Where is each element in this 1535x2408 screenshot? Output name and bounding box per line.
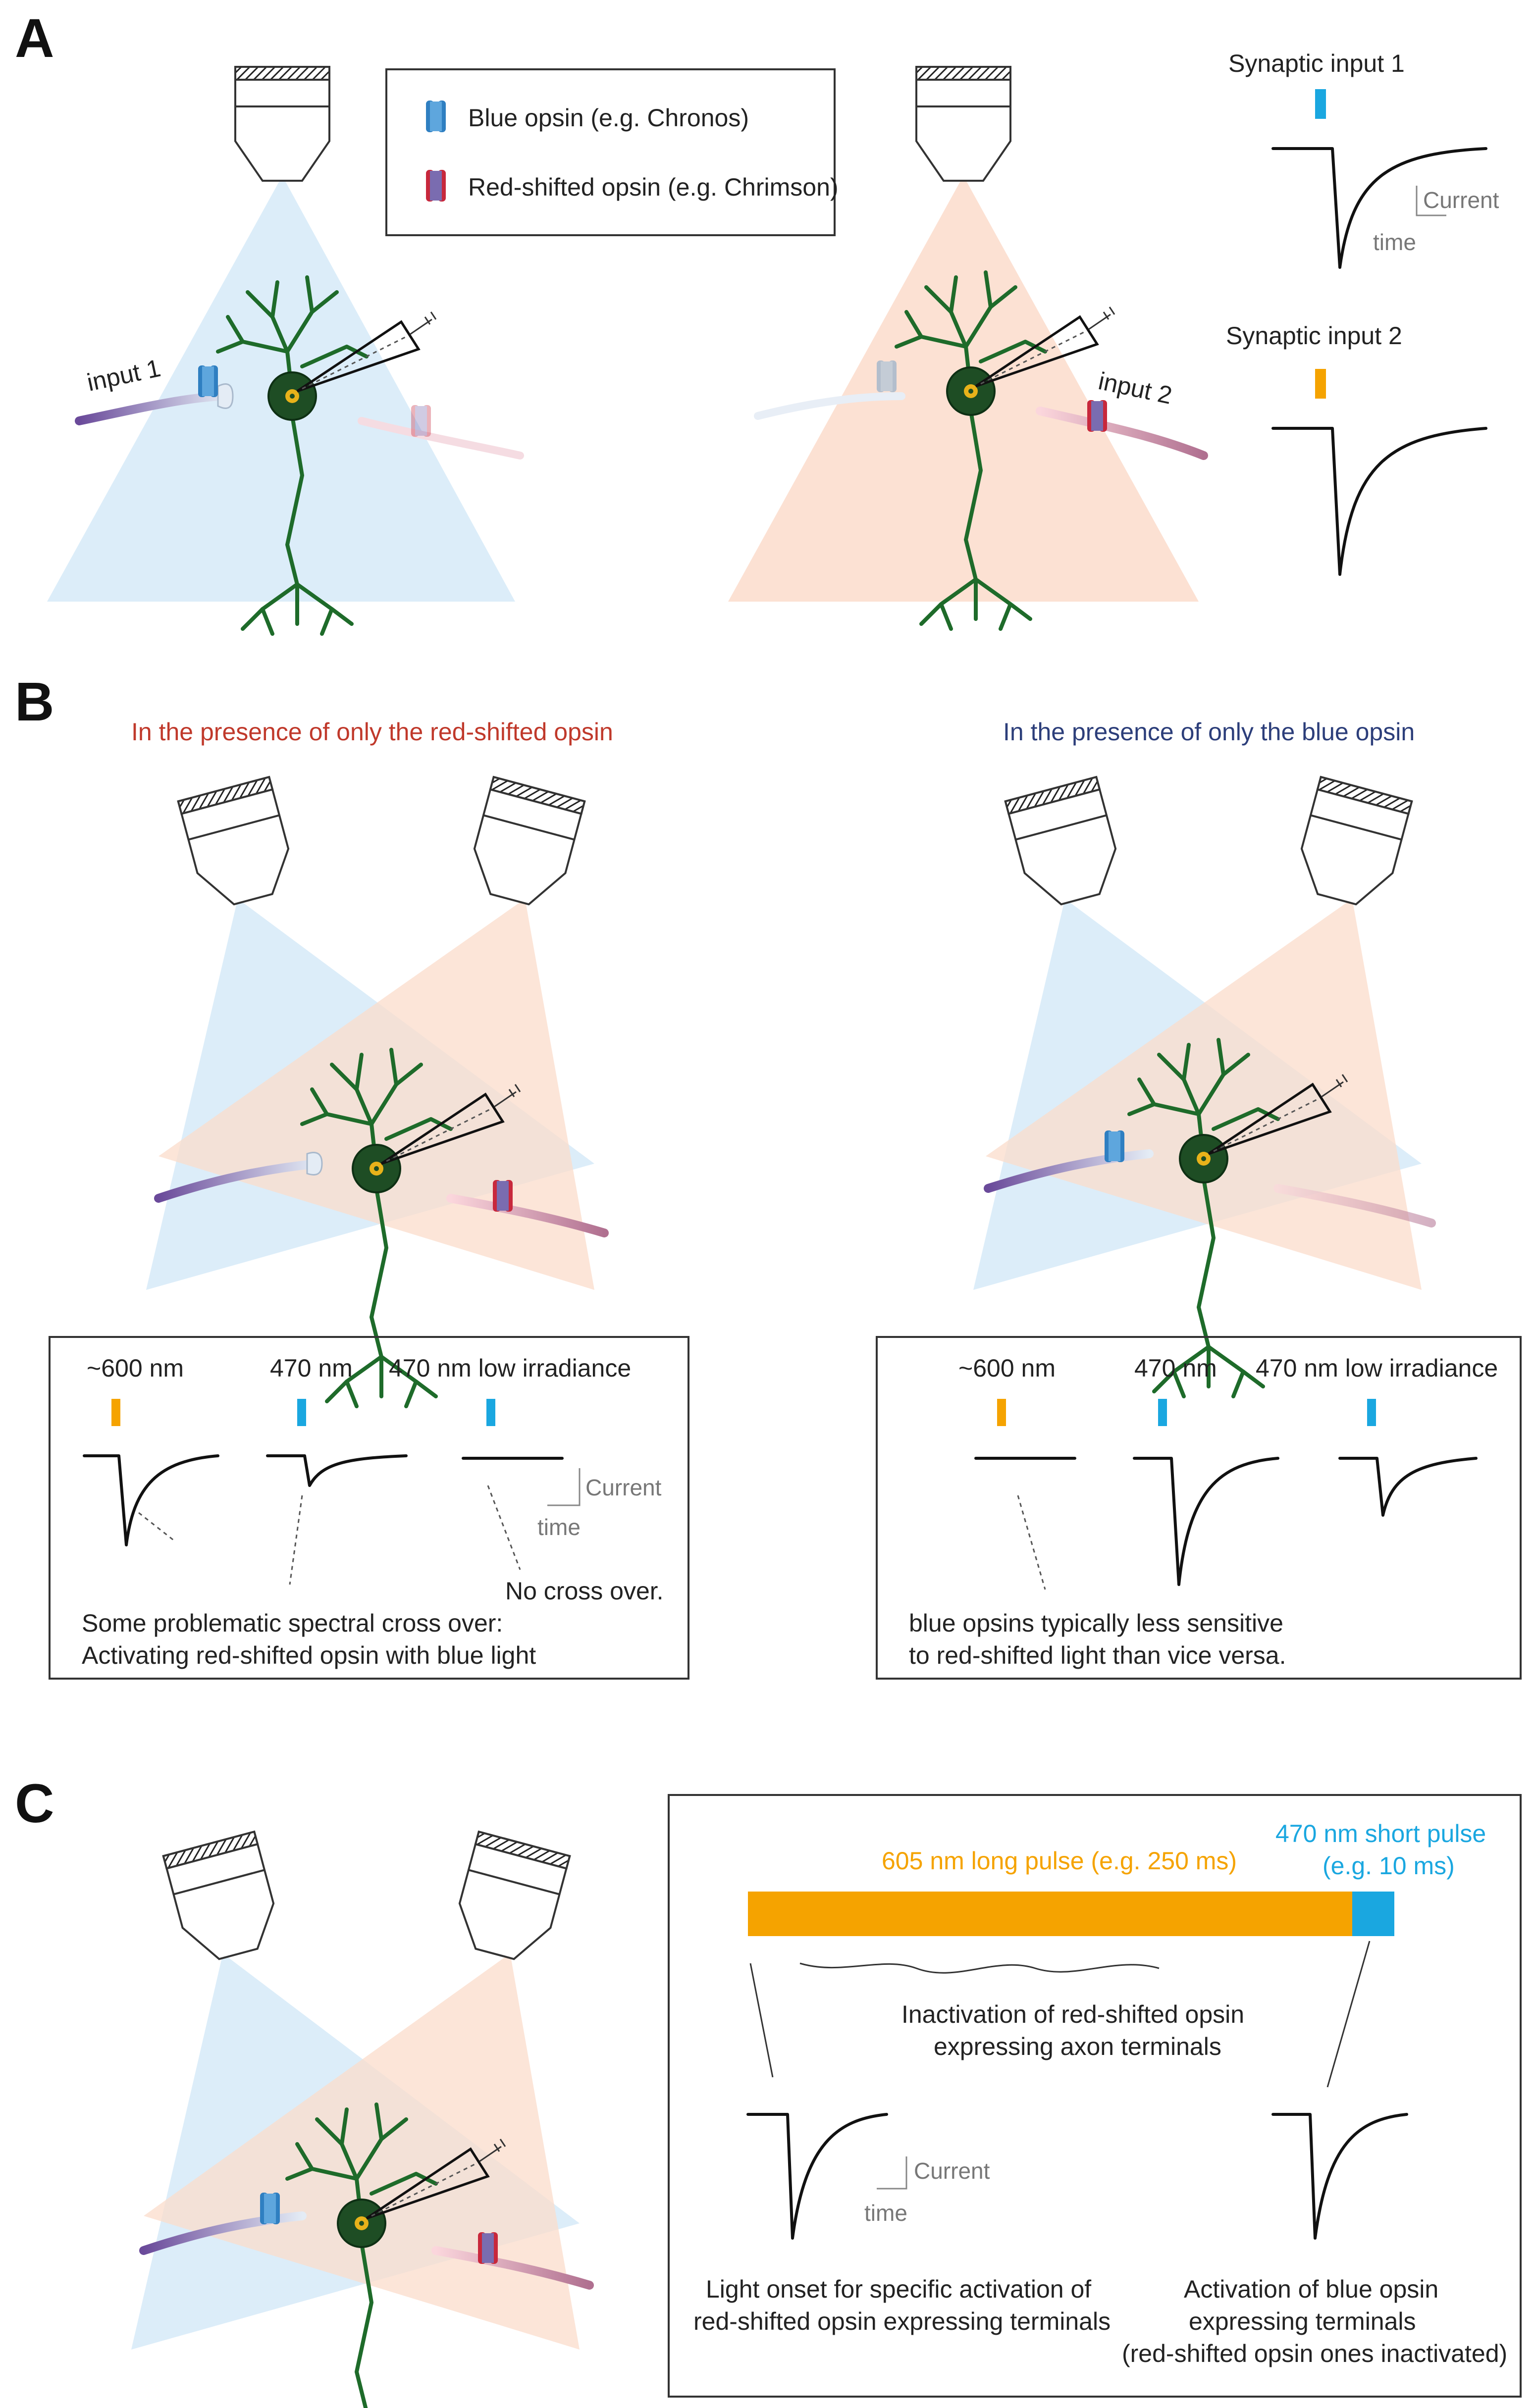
- red-light-cone-c: [144, 1953, 580, 2350]
- c-left-caption-line2: red-shifted opsin expressing terminals: [693, 2307, 1111, 2335]
- c-right-caption-line1: Activation of blue opsin: [1184, 2275, 1438, 2303]
- b-left-trace-470: [266, 1454, 408, 1487]
- trace1-blue-pulse: [1315, 89, 1326, 119]
- panel-b-left-title: In the presence of only the red-shifted …: [131, 718, 613, 746]
- b-left-caption-line1: Some problematic spectral cross over:: [82, 1609, 503, 1637]
- c-blue-short-pulse: [1352, 1892, 1394, 1936]
- panel-c-box: [668, 1794, 1522, 2398]
- c-long-pulse-label: 605 nm long pulse (e.g. 250 ms): [882, 1847, 1237, 1875]
- b-left-label-470: 470 nm: [270, 1354, 353, 1382]
- blue-opsin-icon-b-right: [1105, 1130, 1124, 1162]
- c-orange-long-pulse: [748, 1892, 1352, 1936]
- b-left-scale-current: Current: [585, 1475, 662, 1500]
- blue-opsin-icon: [198, 365, 218, 397]
- b-right-trace-470: [1133, 1457, 1279, 1586]
- blue-opsin-icon-c: [260, 2193, 280, 2224]
- c-right-caption-line3: (red-shifted opsin ones inactivated): [1122, 2340, 1507, 2367]
- legend-red-opsin-label: Red-shifted opsin (e.g. Chrimson): [468, 173, 839, 201]
- input1-label: input 1: [85, 354, 163, 397]
- legend-blue-opsin-icon: [426, 101, 446, 132]
- c-scale-time: time: [864, 2200, 907, 2226]
- panel-b-right-box: [876, 1336, 1522, 1680]
- panel-b-letter: B: [15, 671, 54, 732]
- c-short-pulse-line2: (e.g. 10 ms): [1323, 1852, 1455, 1880]
- b-right-caption-line2: to red-shifted light than vice versa.: [909, 1641, 1286, 1669]
- b-right-label-600: ~600 nm: [958, 1354, 1056, 1382]
- b-right-caption-line1: blue opsins typically less sensitive: [909, 1609, 1283, 1637]
- input2-label: input 2: [1096, 367, 1174, 410]
- c-right-trace: [1271, 2113, 1408, 2240]
- trace1-title: Synaptic input 1: [1228, 50, 1405, 77]
- b-left-label-470-low: 470 nm low irradiance: [389, 1354, 631, 1382]
- panel-a-letter: A: [15, 8, 54, 69]
- b-left-no-cross: No cross over.: [505, 1577, 664, 1605]
- b-left-caption-line2: Activating red-shifted opsin with blue l…: [82, 1641, 536, 1669]
- red-opsin-icon: [1087, 400, 1107, 432]
- c-scale-current: Current: [914, 2158, 990, 2184]
- trace1-current: [1271, 147, 1487, 269]
- scale-current-a: Current: [1423, 187, 1499, 213]
- c-inactivation-line1: Inactivation of red-shifted opsin: [901, 2000, 1244, 2028]
- b-left-trace-600: [83, 1454, 219, 1546]
- red-light-cone-b-left: [159, 899, 594, 1290]
- panel-c-letter: C: [15, 1773, 54, 1834]
- red-opsin-icon-c: [478, 2232, 498, 2264]
- b-left-scale-time: time: [537, 1514, 581, 1540]
- trace2-title: Synaptic input 2: [1226, 322, 1402, 350]
- scale-time-a: time: [1373, 229, 1416, 255]
- trace2-orange-pulse: [1315, 369, 1326, 399]
- c-left-caption-line1: Light onset for specific activation of: [706, 2275, 1091, 2303]
- panel-b-left-box: [49, 1336, 689, 1680]
- red-opsin-icon-b-left: [493, 1180, 513, 1212]
- b-right-label-470-low: 470 nm low irradiance: [1256, 1354, 1498, 1382]
- c-left-trace: [746, 2113, 888, 2240]
- panel-b-right-title: In the presence of only the blue opsin: [1003, 718, 1415, 746]
- legend-box: [385, 68, 836, 236]
- b-right-label-470: 470 nm: [1134, 1354, 1217, 1382]
- c-right-caption-line2: expressing terminals: [1189, 2307, 1416, 2335]
- legend-blue-opsin-label: Blue opsin (e.g. Chronos): [468, 104, 749, 132]
- c-short-pulse-line1: 470 nm short pulse: [1275, 1820, 1486, 1847]
- b-left-label-600: ~600 nm: [87, 1354, 184, 1382]
- c-inactivation-line2: expressing axon terminals: [934, 2033, 1221, 2060]
- b-right-trace-470-low: [1338, 1457, 1478, 1517]
- legend-red-opsin-icon: [426, 170, 446, 202]
- trace2-current: [1271, 427, 1487, 576]
